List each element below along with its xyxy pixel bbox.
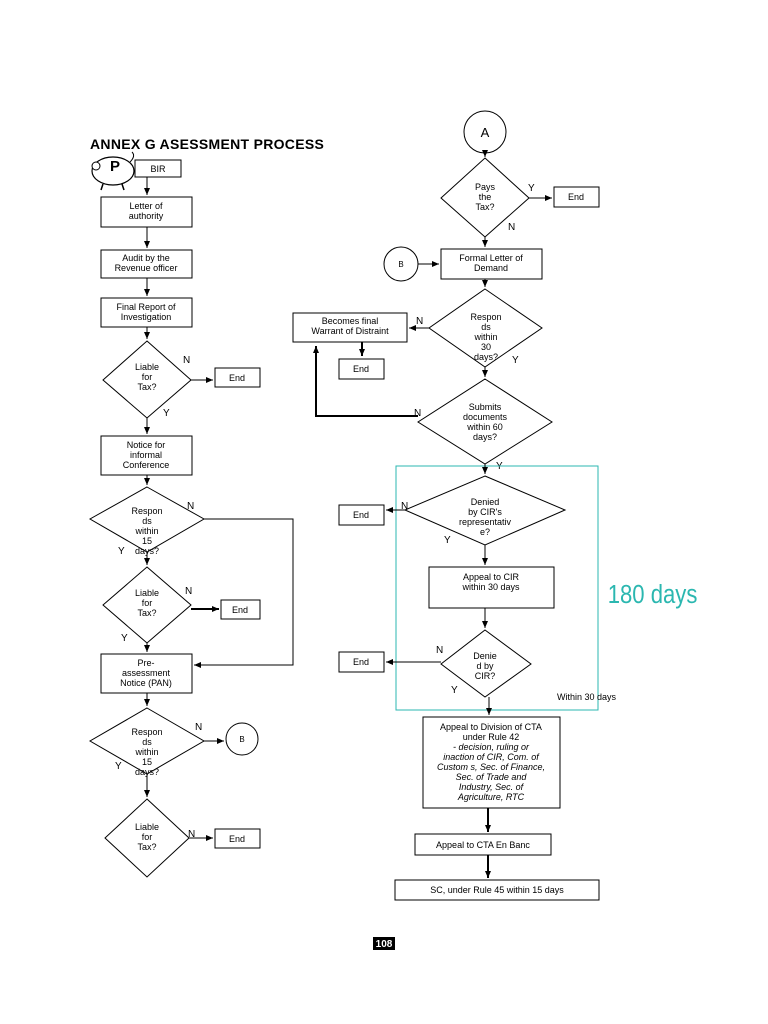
connector-b-right: B bbox=[398, 260, 403, 269]
edge-label-y: Y bbox=[121, 633, 128, 644]
end-terminal: End bbox=[568, 192, 584, 202]
edge-label-n: N bbox=[401, 501, 408, 512]
pig-logo-icon bbox=[91, 151, 135, 191]
appeal-to-cta-en-banc: Appeal to CTA En Banc bbox=[436, 840, 530, 850]
edge-label-y: Y bbox=[444, 535, 451, 546]
edge-label-y: Y bbox=[115, 761, 122, 772]
edge-label-n: N bbox=[183, 355, 190, 366]
edge-label-n: N bbox=[416, 316, 423, 327]
edge-label-n: N bbox=[414, 408, 421, 419]
bir-label: BIR bbox=[150, 164, 166, 174]
page-title: ANNEX G ASESSMENT PROCESS bbox=[90, 136, 324, 152]
180-days-period-box bbox=[395, 465, 599, 711]
end-terminal: End bbox=[353, 364, 369, 374]
edge-label-n: N bbox=[508, 222, 515, 233]
connector-a: A bbox=[481, 125, 490, 140]
edge-label-n: N bbox=[195, 722, 202, 733]
edge-label-n: N bbox=[436, 645, 443, 656]
end-terminal: End bbox=[229, 373, 245, 383]
edge-label-y: Y bbox=[118, 546, 125, 557]
end-terminal: End bbox=[353, 657, 369, 667]
end-terminal: End bbox=[232, 605, 248, 615]
connector-b-left: B bbox=[239, 735, 244, 744]
edge-label-n: N bbox=[188, 829, 195, 840]
edge-label-n: N bbox=[187, 501, 194, 512]
180-days-label: 180 days bbox=[608, 580, 698, 609]
edge-label-y: Y bbox=[512, 355, 519, 366]
logo-letter: P bbox=[110, 158, 120, 175]
page-number: 108 bbox=[376, 939, 393, 950]
edge-label-y: Y bbox=[451, 685, 458, 696]
supreme-court-rule-45: SC, under Rule 45 within 15 days bbox=[430, 885, 564, 895]
end-terminal: End bbox=[229, 834, 245, 844]
end-terminal: End bbox=[353, 510, 369, 520]
edge-label-y: Y bbox=[528, 183, 535, 194]
edge-label-y: Y bbox=[163, 408, 170, 419]
edge-label-n: N bbox=[185, 586, 192, 597]
within-30-days-label: Within 30 days bbox=[557, 692, 617, 702]
